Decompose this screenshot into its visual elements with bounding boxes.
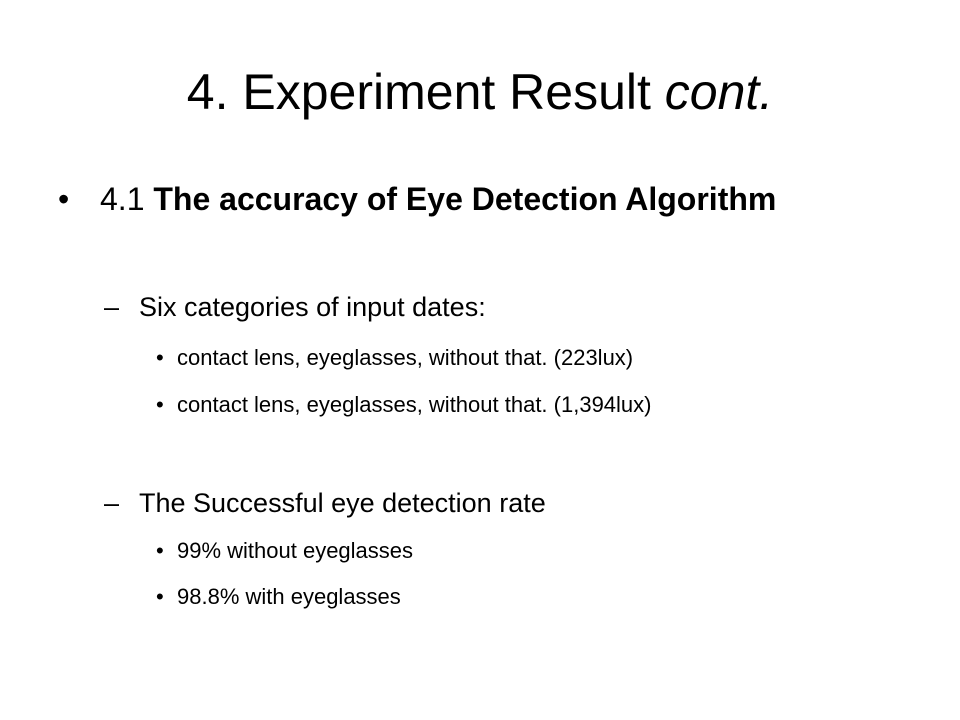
slide-title-emphasis: cont. xyxy=(664,64,774,120)
bullet-dot-icon: • xyxy=(58,181,70,217)
category-item: • contact lens, eyeglasses, without that… xyxy=(156,391,651,419)
slide-title: 4. Experiment Result cont. xyxy=(0,62,960,122)
categories-heading-bullet: – Six categories of input dates: xyxy=(104,290,486,324)
section-text: 4.1 The accuracy of Eye Detection Algori… xyxy=(100,174,860,224)
bullet-dot-icon: • xyxy=(156,392,164,417)
category-item-text: contact lens, eyeglasses, without that. … xyxy=(177,345,634,370)
rate-item-text: 99% without eyeglasses xyxy=(177,538,414,563)
category-item-text: contact lens, eyeglasses, without that. … xyxy=(177,392,652,417)
slide-title-main: 4. Experiment Result xyxy=(186,64,665,120)
bullet-dot-icon: • xyxy=(156,584,164,609)
category-item: • contact lens, eyeglasses, without that… xyxy=(156,344,633,372)
bullet-dot-icon: • xyxy=(156,538,164,563)
section-number: 4.1 xyxy=(100,181,154,217)
rate-item-text: 98.8% with eyeglasses xyxy=(177,584,401,609)
dash-icon: – xyxy=(104,292,120,322)
section-bullet: • 4.1 The accuracy of Eye Detection Algo… xyxy=(58,174,878,224)
rate-item: • 98.8% with eyeglasses xyxy=(156,583,401,611)
bullet-dot-icon: • xyxy=(156,345,164,370)
rates-heading-bullet: – The Successful eye detection rate xyxy=(104,486,546,520)
rates-heading: The Successful eye detection rate xyxy=(139,488,546,518)
dash-icon: – xyxy=(104,488,120,518)
categories-heading: Six categories of input dates: xyxy=(139,292,486,322)
section-heading: The accuracy of Eye Detection Algorithm xyxy=(153,181,777,217)
rate-item: • 99% without eyeglasses xyxy=(156,537,413,565)
